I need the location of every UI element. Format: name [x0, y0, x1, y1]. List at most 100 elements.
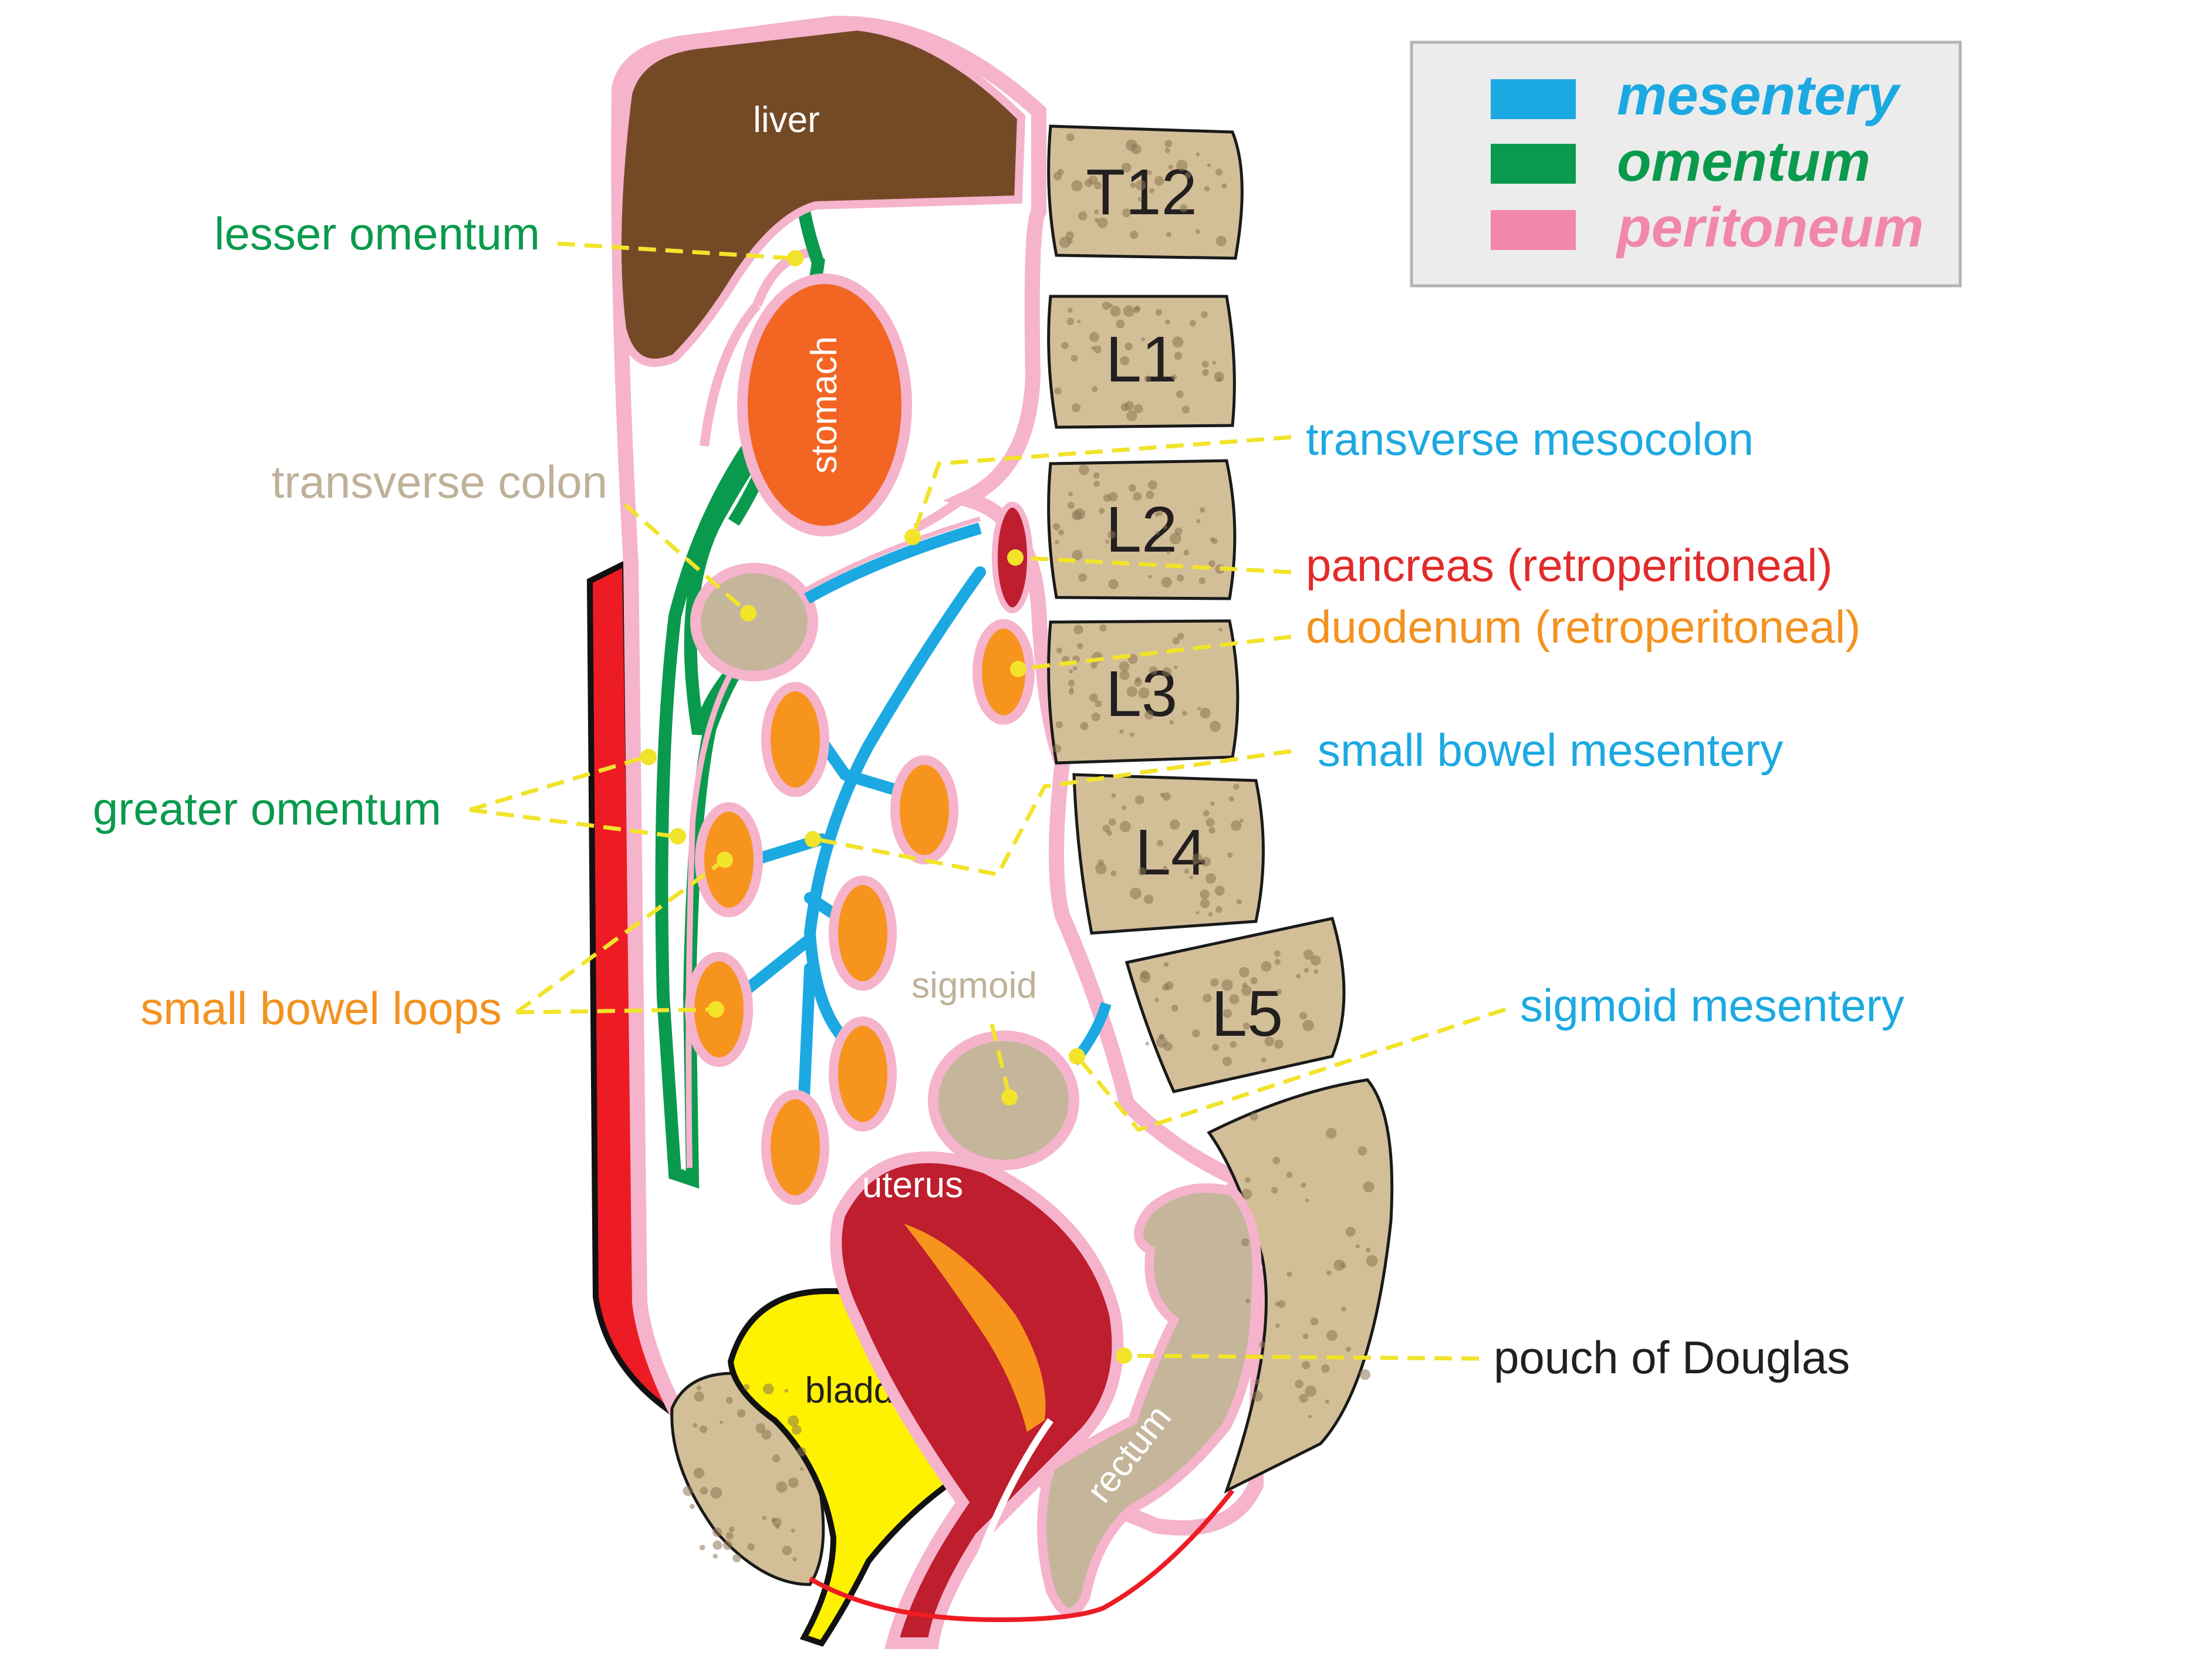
- bone-speck: [1169, 819, 1180, 830]
- bone-speck: [1177, 633, 1184, 640]
- bone-speck: [1210, 721, 1221, 732]
- bone-speck: [1137, 867, 1146, 876]
- bone-speck: [696, 1385, 702, 1391]
- bone-speck: [1157, 510, 1163, 516]
- bone-speck: [1192, 853, 1203, 864]
- bone-speck: [726, 1397, 733, 1404]
- bone-speck: [1359, 1369, 1370, 1380]
- bone-speck: [1355, 1244, 1360, 1249]
- bone-speck: [1124, 342, 1133, 351]
- bone-speck: [1066, 317, 1075, 325]
- bone-speck: [693, 1467, 705, 1479]
- bone-speck: [1196, 519, 1201, 523]
- bone-speck: [1218, 627, 1222, 632]
- bone-speck: [1203, 994, 1212, 1003]
- bone-speck: [1130, 887, 1142, 900]
- bone-speck: [1179, 204, 1188, 212]
- bone-speck: [800, 1467, 804, 1471]
- liver-label: liver: [753, 100, 820, 140]
- uterus: [830, 1151, 1124, 1649]
- bone-speck: [1208, 827, 1215, 834]
- bone-speck: [1228, 796, 1234, 802]
- bone-speck: [1201, 856, 1211, 867]
- vertebra-l2: [1047, 459, 1237, 600]
- bone-speck: [1189, 875, 1193, 880]
- bone-speck: [1102, 825, 1110, 833]
- bone-speck: [1222, 1056, 1232, 1066]
- bone-speck: [1208, 912, 1213, 917]
- bone-speck: [1077, 319, 1081, 323]
- bone-speck: [761, 1430, 772, 1440]
- bone-speck: [1261, 961, 1272, 972]
- bone-speck: [1166, 550, 1170, 555]
- bone-speck: [1148, 575, 1152, 579]
- bone-speck: [1163, 962, 1169, 967]
- bone-speck: [1366, 1255, 1378, 1267]
- rectum: [1037, 1183, 1262, 1617]
- uterus-label: uterus: [862, 1165, 963, 1205]
- bone-speck: [1110, 306, 1121, 317]
- bone-speck: [1302, 1019, 1314, 1032]
- bone-speck: [1184, 172, 1191, 179]
- bone-speck: [1286, 1171, 1293, 1178]
- label-duodenum: duodenum (retroperitoneal): [1306, 601, 1860, 653]
- bone-speck: [1091, 712, 1100, 722]
- bone-speck: [1198, 577, 1205, 585]
- bone-speck: [1236, 899, 1242, 905]
- bone-speck: [1215, 906, 1222, 913]
- bone-speck: [1286, 1271, 1292, 1277]
- bone-speck: [1097, 217, 1108, 228]
- bone-speck: [1233, 783, 1240, 790]
- bone-speck: [1221, 183, 1227, 189]
- bone-speck: [1296, 974, 1301, 979]
- bone-speck: [1061, 342, 1069, 350]
- bone-speck: [1250, 977, 1258, 984]
- bone-speck: [1274, 950, 1281, 957]
- bone-speck: [1326, 1127, 1337, 1139]
- bone-speck: [763, 1383, 774, 1394]
- bone-speck: [1212, 1043, 1220, 1051]
- vertebra-label-l1: L1: [1106, 323, 1177, 396]
- bone-speck: [728, 1526, 735, 1533]
- bone-speck: [1131, 144, 1142, 154]
- bone-speck: [1094, 209, 1099, 215]
- bone-speck: [1168, 164, 1174, 170]
- bone-speck: [1195, 229, 1200, 234]
- bone-speck: [1272, 1157, 1281, 1164]
- bone-speck: [1126, 410, 1137, 421]
- bone-speck: [1169, 720, 1174, 725]
- label-transverse-mesocolon: transverse mesocolon: [1306, 413, 1754, 465]
- bone-speck: [1160, 792, 1165, 798]
- bone-speck: [1054, 387, 1062, 395]
- bone-speck: [1155, 309, 1163, 316]
- bone-speck: [1089, 332, 1099, 342]
- bone-speck: [1095, 863, 1107, 874]
- bone-speck: [1231, 820, 1242, 832]
- vertebrae: T12 L1 L2 L3 L4 L5: [1047, 124, 1346, 1093]
- bone-speck: [1264, 1036, 1274, 1046]
- bone-speck: [1073, 624, 1083, 634]
- bone-speck: [1074, 508, 1086, 520]
- bone-speck: [1278, 1300, 1286, 1308]
- bone-speck: [1303, 949, 1314, 960]
- bone-speck: [1138, 687, 1150, 699]
- bone-speck: [1123, 305, 1135, 317]
- bone-speck: [1245, 1298, 1251, 1303]
- bone-speck: [1106, 830, 1112, 836]
- legend-label-mesentery: mesentery: [1617, 64, 1902, 127]
- bone-speck: [762, 1515, 766, 1521]
- bone-speck: [1172, 336, 1184, 348]
- bone-speck: [1174, 527, 1183, 536]
- bone-speck: [771, 1517, 776, 1523]
- bone-speck: [1208, 560, 1215, 567]
- bone-speck: [1093, 345, 1102, 354]
- bone-speck: [1130, 732, 1134, 737]
- pelvic-floor: [808, 1489, 1235, 1623]
- bone-speck: [1242, 982, 1247, 988]
- bowel-loop: [761, 1090, 829, 1205]
- bone-speck: [1154, 176, 1164, 186]
- bone-speck: [1092, 386, 1098, 393]
- bone-speck: [1067, 238, 1073, 244]
- bone-speck: [1072, 403, 1081, 413]
- bone-speck: [1302, 1333, 1309, 1339]
